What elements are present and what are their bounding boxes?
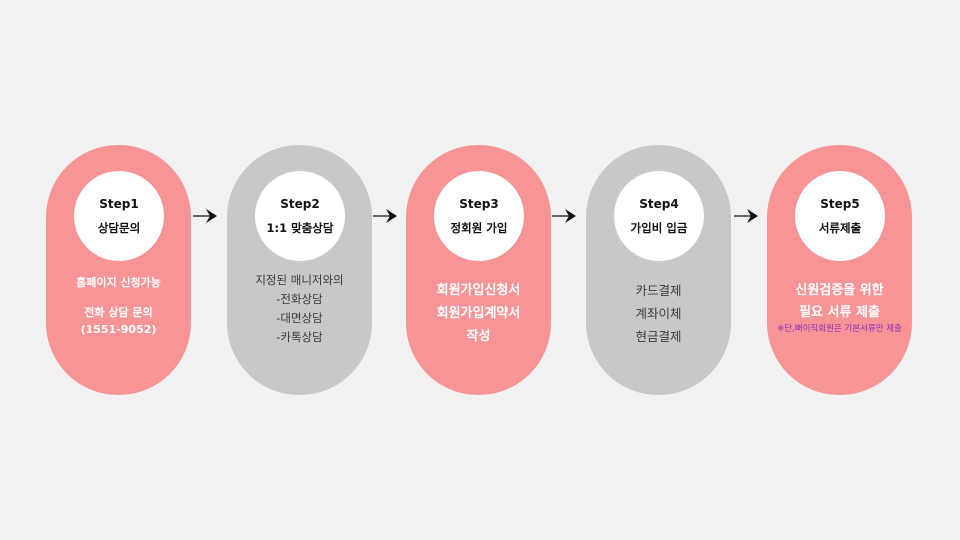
step-1-number: Step1 bbox=[99, 196, 139, 211]
step-1-line-3: (1551-9052) bbox=[80, 323, 157, 336]
step-4-line-1: 카드결제 bbox=[635, 283, 682, 298]
step-1-card: Step1 상담문의 홈페이지 신청가능 전화 상담 문의 (1551-9052… bbox=[46, 145, 191, 395]
step-4-line-3: 현금결제 bbox=[635, 329, 682, 344]
step-3-line-3: 작성 bbox=[466, 329, 491, 344]
step-4-badge: Step4 가입비 입금 bbox=[614, 171, 704, 261]
step-2-badge: Step2 1:1 맞춤상담 bbox=[255, 171, 345, 261]
arrow-right-icon bbox=[734, 209, 758, 223]
step-5-line-2: 필요 서류 제출 bbox=[799, 305, 880, 320]
step-1-line-2: 전화 상담 문의 bbox=[84, 306, 153, 319]
step-2-line-1: 지정된 매니저와의 bbox=[255, 273, 344, 287]
arrow-right-icon bbox=[552, 209, 576, 223]
step-3-number: Step3 bbox=[459, 196, 499, 211]
step-2-line-4: -카톡상담 bbox=[276, 330, 323, 344]
step-2-number: Step2 bbox=[280, 196, 320, 211]
step-1-badge: Step1 상담문의 bbox=[74, 171, 164, 261]
step-2-details: 지정된 매니저와의 -전화상담 -대면상담 -카톡상담 bbox=[227, 269, 372, 347]
step-5-note: ※단,뻐이직회원은 기본서류만 제출 bbox=[777, 324, 902, 334]
step-3-title: 정회원 가입 bbox=[450, 220, 508, 235]
step-1-title: 상담문의 bbox=[97, 220, 141, 235]
step-3-badge: Step3 정회원 가입 bbox=[434, 171, 524, 261]
step-4-title: 가입비 입금 bbox=[630, 220, 688, 235]
step-3-line-1: 회원가입신청서 bbox=[436, 283, 521, 298]
step-3-details: 회원가입신청서 회원가입계약서 작성 bbox=[406, 269, 551, 348]
step-4-card: Step4 가입비 입금 카드결제 계좌이체 현금결제 bbox=[586, 145, 731, 395]
step-5-title: 서류제출 bbox=[818, 220, 862, 235]
arrow-right-icon bbox=[193, 209, 217, 223]
step-5-details: 신원검증을 위한 필요 서류 제출 ※단,뻐이직회원은 기본서류만 제출 bbox=[767, 269, 912, 335]
step-1-line-1: 홈페이지 신청가능 bbox=[76, 276, 161, 289]
step-3-card: Step3 정회원 가입 회원가입신청서 회원가입계약서 작성 bbox=[406, 145, 551, 395]
step-2-card: Step2 1:1 맞춤상담 지정된 매니저와의 -전화상담 -대면상담 -카톡… bbox=[227, 145, 372, 395]
step-5-badge: Step5 서류제출 bbox=[795, 171, 885, 261]
step-1-details: 홈페이지 신청가능 전화 상담 문의 (1551-9052) bbox=[46, 269, 191, 336]
step-5-card: Step5 서류제출 신원검증을 위한 필요 서류 제출 ※단,뻐이직회원은 기… bbox=[767, 145, 912, 395]
step-4-details: 카드결제 계좌이체 현금결제 bbox=[586, 269, 731, 348]
step-4-number: Step4 bbox=[639, 196, 679, 211]
step-5-number: Step5 bbox=[820, 196, 860, 211]
step-2-line-2: -전화상담 bbox=[276, 292, 323, 306]
arrow-right-icon bbox=[373, 209, 397, 223]
step-3-line-2: 회원가입계약서 bbox=[436, 306, 521, 321]
step-4-line-2: 계좌이체 bbox=[635, 306, 682, 321]
step-5-line-1: 신원검증을 위한 bbox=[795, 283, 884, 298]
step-2-line-3: -대면상담 bbox=[276, 311, 323, 325]
step-2-title: 1:1 맞춤상담 bbox=[266, 220, 334, 235]
